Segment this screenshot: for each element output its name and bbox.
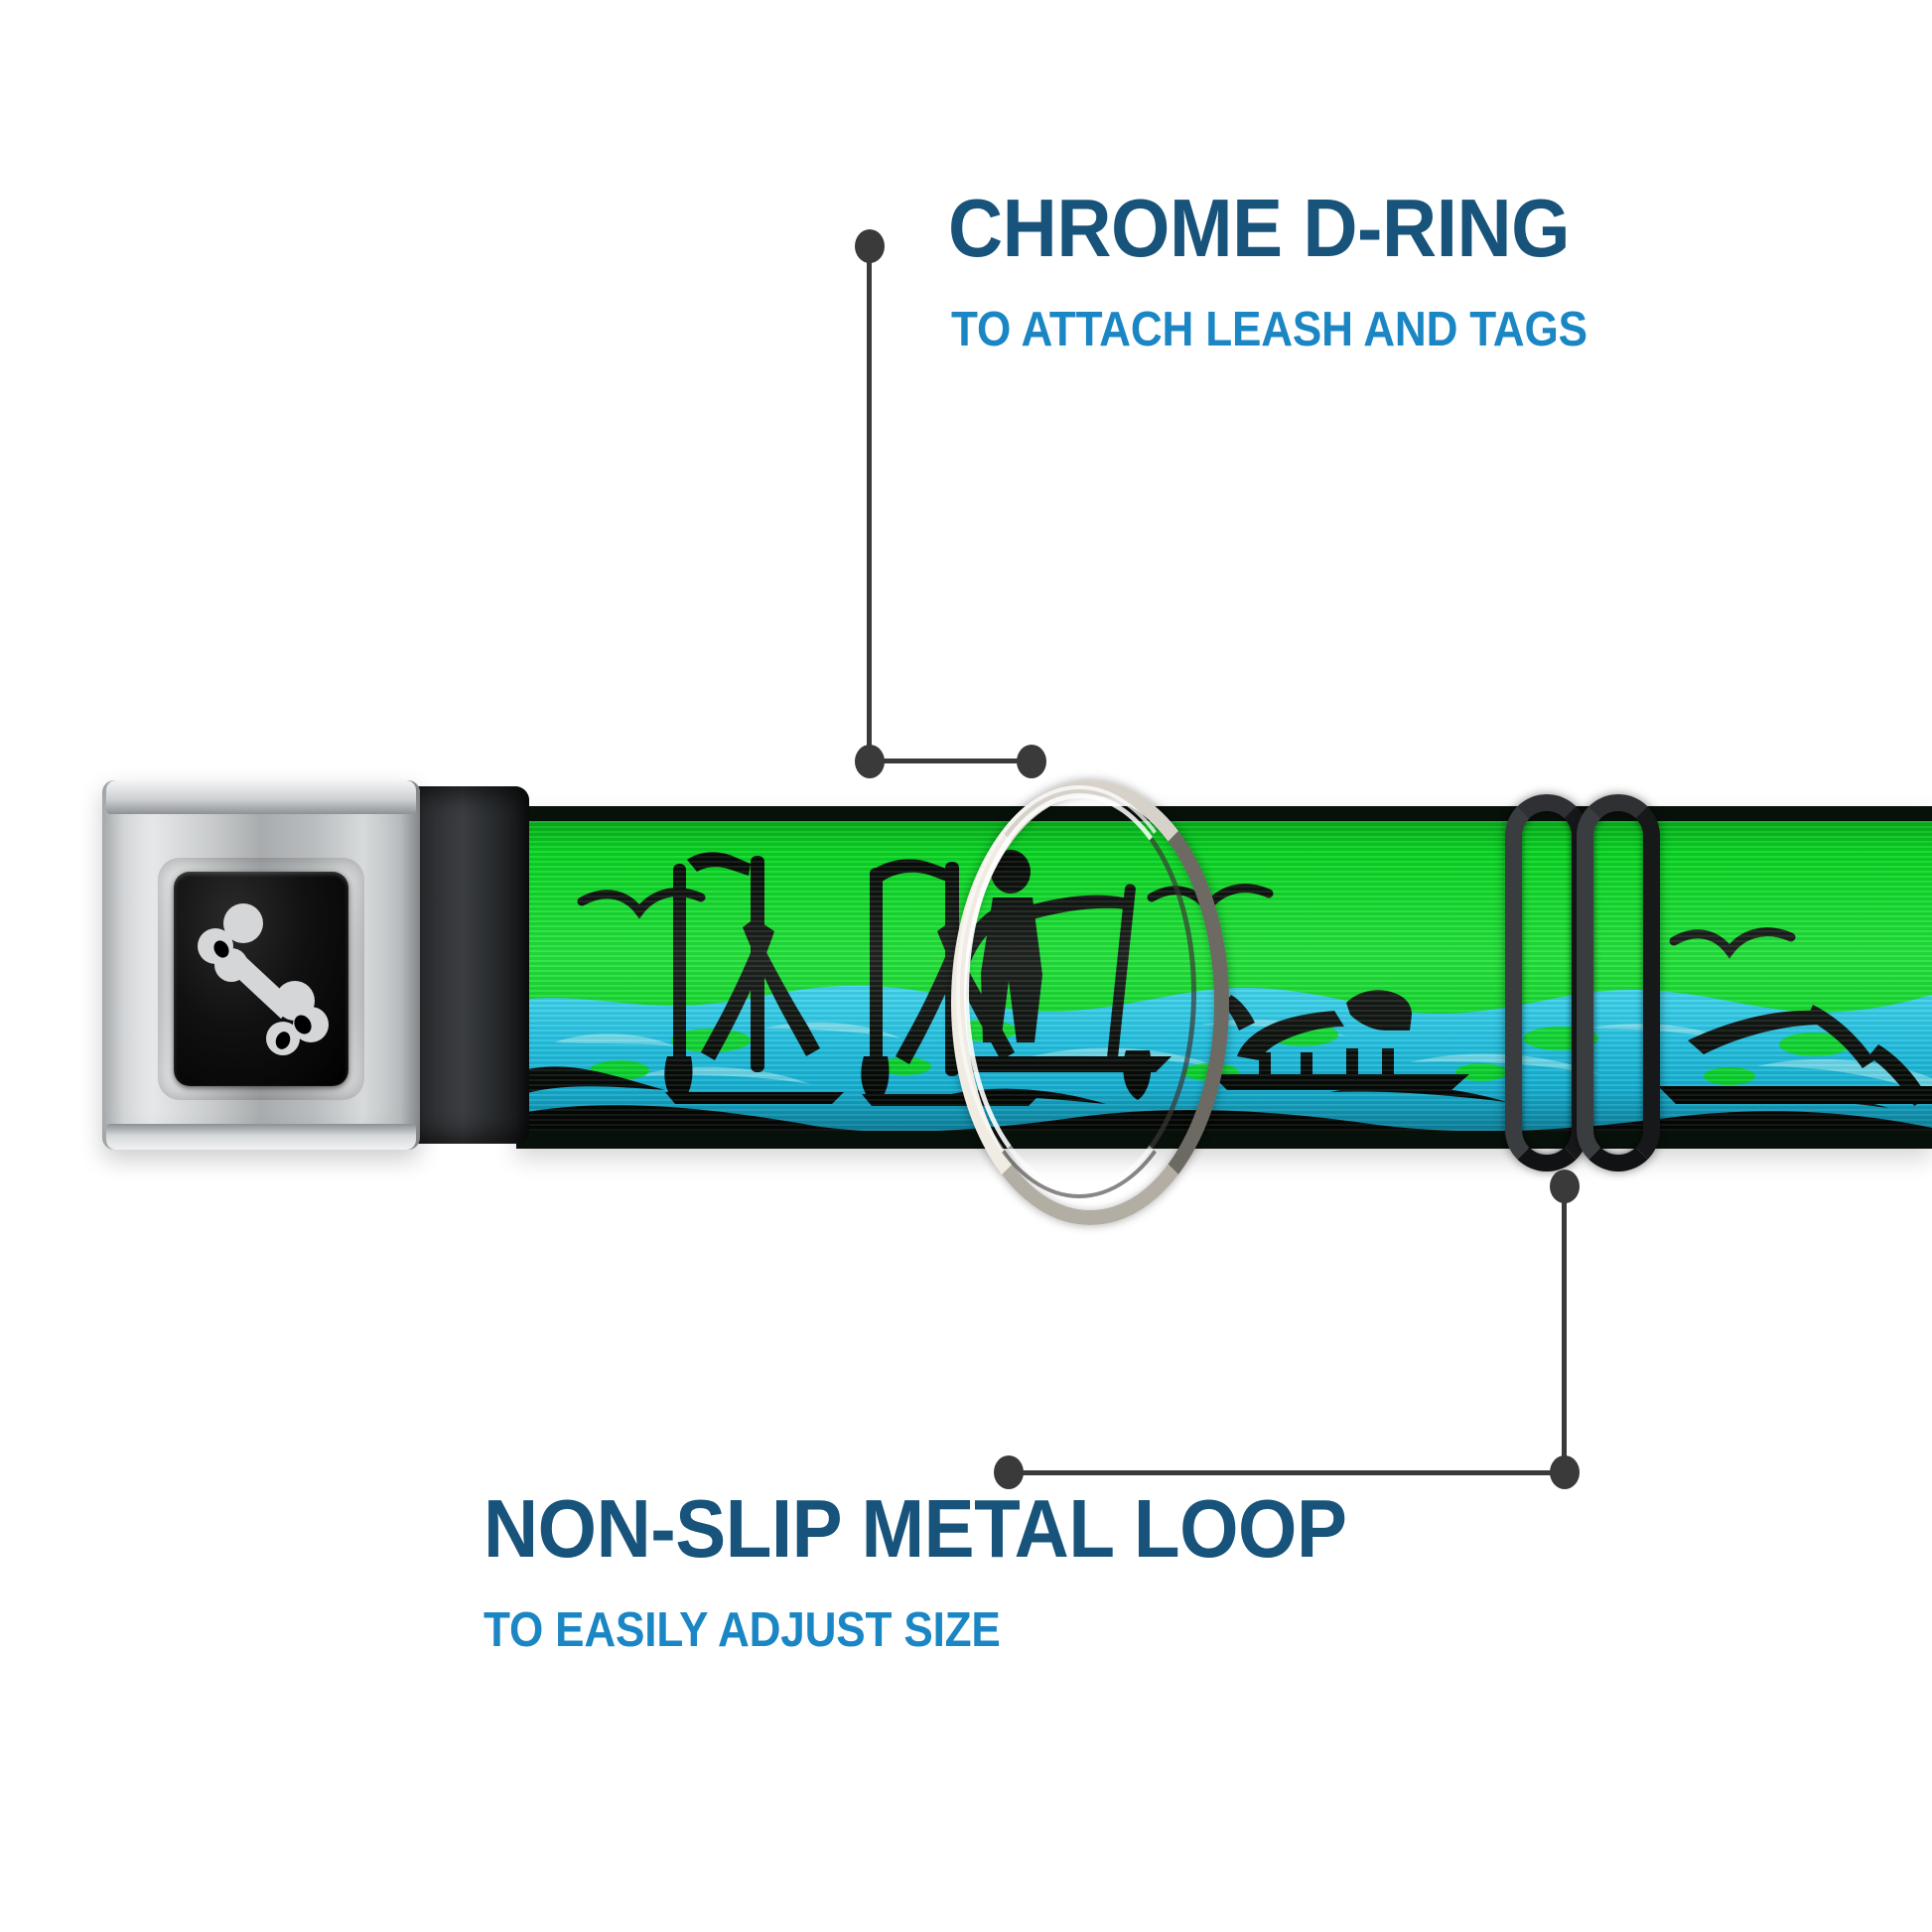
callout-title-chrome-d-ring: CHROME D-RING bbox=[948, 182, 1571, 274]
dog-on-board-silhouette bbox=[1211, 990, 1469, 1090]
paddleboarder-silhouette bbox=[1658, 1005, 1932, 1104]
leader-line-loop-vertical bbox=[1562, 1186, 1567, 1474]
leader-line-loop-horizontal bbox=[1009, 1470, 1565, 1475]
leader-dot-d-ring-end bbox=[1017, 745, 1046, 778]
non-slip-metal-loop[interactable] bbox=[1505, 794, 1688, 1172]
paddle-blade-silhouette bbox=[1868, 1044, 1928, 1106]
dog-bone-icon bbox=[198, 903, 329, 1055]
buckle-rim-top bbox=[106, 780, 416, 814]
buckle-chrome-body bbox=[102, 780, 420, 1150]
leader-dot-loop-end bbox=[994, 1455, 1024, 1489]
strap-edge-bottom bbox=[516, 1131, 1932, 1149]
callout-subtitle-non-slip-metal-loop: TO EASILY ADJUST SIZE bbox=[483, 1603, 1001, 1657]
d-ring-inner-band bbox=[964, 793, 1196, 1192]
strap-edge-top bbox=[516, 806, 1932, 821]
leader-line-d-ring-vertical bbox=[867, 246, 872, 762]
seagull-silhouette bbox=[1669, 927, 1796, 959]
seatbelt-buckle[interactable] bbox=[102, 766, 529, 1164]
d-ring-gloss-band bbox=[956, 785, 1202, 1198]
callout-subtitle-chrome-d-ring: TO ATTACH LEASH AND TAGS bbox=[951, 303, 1587, 356]
tri-glide-bar-right bbox=[1577, 794, 1660, 1172]
paddleboarder-silhouette bbox=[664, 852, 844, 1104]
chrome-d-ring[interactable] bbox=[951, 780, 1229, 1225]
leader-line-d-ring-horizontal bbox=[869, 759, 1033, 763]
buckle-black-plate bbox=[174, 872, 348, 1086]
buckle-rim-bottom bbox=[106, 1124, 416, 1150]
buckle-strap-connector bbox=[400, 786, 529, 1144]
callout-title-non-slip-metal-loop: NON-SLIP METAL LOOP bbox=[483, 1482, 1347, 1575]
